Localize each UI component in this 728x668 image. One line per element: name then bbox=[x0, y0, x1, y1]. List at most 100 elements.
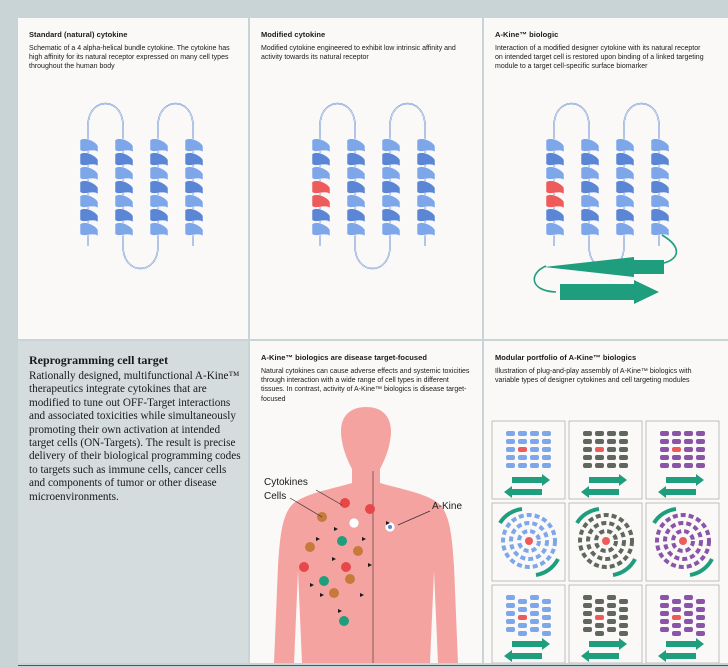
helix-segment bbox=[381, 138, 401, 153]
helix-segment bbox=[79, 152, 99, 167]
cytokine-marker bbox=[368, 563, 372, 567]
portfolio-tile bbox=[491, 584, 566, 663]
helix-segment bbox=[595, 455, 604, 460]
helix-segment bbox=[346, 194, 366, 209]
helix-segment bbox=[660, 431, 669, 436]
helix-segment bbox=[583, 619, 592, 624]
helix-segment bbox=[660, 595, 669, 600]
helix-segment bbox=[583, 603, 592, 608]
panel-description: Illustration of plug-and-play assembly o… bbox=[495, 368, 692, 385]
helix-segment bbox=[684, 447, 693, 452]
akine-biologic-diagram bbox=[533, 102, 678, 304]
portfolio-tile bbox=[491, 420, 566, 500]
helix-segment bbox=[650, 138, 670, 153]
tiles-group bbox=[491, 420, 720, 663]
helix-segment bbox=[149, 152, 169, 167]
helix-segment bbox=[650, 194, 670, 209]
helix-segment bbox=[684, 603, 693, 608]
helix-segment bbox=[149, 194, 169, 209]
cytokines-label: Cytokines bbox=[264, 477, 308, 488]
helix-segment bbox=[650, 180, 670, 195]
cells-group bbox=[299, 498, 396, 626]
helix-ring bbox=[578, 513, 634, 569]
portfolio-tile bbox=[568, 420, 643, 500]
helix-segment bbox=[506, 431, 515, 436]
helix-segment bbox=[583, 595, 592, 600]
targeting-strand-arrow bbox=[504, 650, 542, 662]
helix-segment bbox=[580, 138, 600, 153]
helix-segment bbox=[506, 595, 515, 600]
helix-segment bbox=[530, 603, 539, 608]
panel-title: A-Kine™ biologics are disease target-foc… bbox=[261, 353, 427, 362]
pointer-line bbox=[397, 510, 431, 526]
helix-bundle bbox=[311, 102, 436, 270]
helix-segment bbox=[530, 447, 539, 452]
helix-segment bbox=[114, 180, 134, 195]
cytokine-marker bbox=[362, 537, 366, 541]
cytokine-marker bbox=[386, 521, 390, 525]
helix-segment bbox=[311, 166, 331, 181]
helix-segment bbox=[607, 439, 616, 444]
helix-segment bbox=[580, 208, 600, 223]
helix-segment bbox=[381, 166, 401, 181]
helix-segment bbox=[580, 152, 600, 167]
helix-segment bbox=[650, 152, 670, 167]
cell-dot bbox=[340, 498, 350, 508]
helix-bundle bbox=[79, 102, 204, 270]
helix-segment bbox=[545, 222, 565, 237]
helix-segment bbox=[615, 208, 635, 223]
helix-ring bbox=[663, 521, 703, 561]
helix-segment bbox=[346, 208, 366, 223]
helix-segment bbox=[79, 208, 99, 223]
helix-segment bbox=[416, 166, 436, 181]
helix-segment bbox=[607, 619, 616, 624]
helix-ring bbox=[655, 513, 711, 569]
helix-segment bbox=[684, 595, 693, 600]
helix-segment bbox=[542, 463, 551, 468]
helix-segment bbox=[619, 615, 628, 620]
helix-segment bbox=[619, 463, 628, 468]
modular-portfolio-grid bbox=[491, 420, 720, 663]
helix-segment bbox=[595, 623, 604, 628]
human-silhouette bbox=[274, 407, 458, 663]
helix-segment bbox=[79, 180, 99, 195]
helix-segment bbox=[530, 611, 539, 616]
helix-segment bbox=[650, 208, 670, 223]
helix-segment bbox=[672, 607, 681, 612]
tile-frame bbox=[491, 584, 566, 663]
helix-segment bbox=[381, 208, 401, 223]
panel-modular-portfolio: Modular portfolio of A-Kine™ biologics I… bbox=[484, 341, 728, 663]
helix-segment bbox=[518, 615, 527, 620]
portfolio-tile bbox=[645, 420, 720, 500]
helix-segment bbox=[684, 439, 693, 444]
helix-segment bbox=[542, 447, 551, 452]
helix-segment bbox=[542, 439, 551, 444]
targeting-strand-arrow bbox=[512, 474, 550, 486]
linker bbox=[658, 234, 678, 265]
helix-segment bbox=[672, 439, 681, 444]
portfolio-tile bbox=[645, 502, 720, 582]
backbone bbox=[87, 102, 194, 270]
helix-segment bbox=[149, 180, 169, 195]
helix-segment bbox=[79, 166, 99, 181]
helix-segment bbox=[114, 222, 134, 237]
helix-segment bbox=[696, 631, 705, 636]
helix-segment bbox=[583, 439, 592, 444]
helix-segment bbox=[583, 447, 592, 452]
panel-description: Natural cytokines can cause adverse effe… bbox=[261, 368, 470, 403]
targeting-arc bbox=[498, 507, 523, 525]
helix-segment bbox=[696, 439, 705, 444]
helix-segment bbox=[542, 455, 551, 460]
cells-label: Cells bbox=[264, 491, 286, 502]
helix-segment bbox=[518, 623, 527, 628]
helix-segment bbox=[506, 439, 515, 444]
modified-cytokine-diagram bbox=[311, 102, 436, 270]
targeting-strand-arrow bbox=[666, 638, 704, 650]
helix-segment bbox=[660, 627, 669, 632]
helix-segment bbox=[311, 180, 331, 195]
helix-segment bbox=[416, 194, 436, 209]
helix-segment bbox=[684, 455, 693, 460]
helix-segment bbox=[660, 447, 669, 452]
accent-dot bbox=[602, 537, 610, 545]
tile-frame bbox=[568, 584, 643, 663]
